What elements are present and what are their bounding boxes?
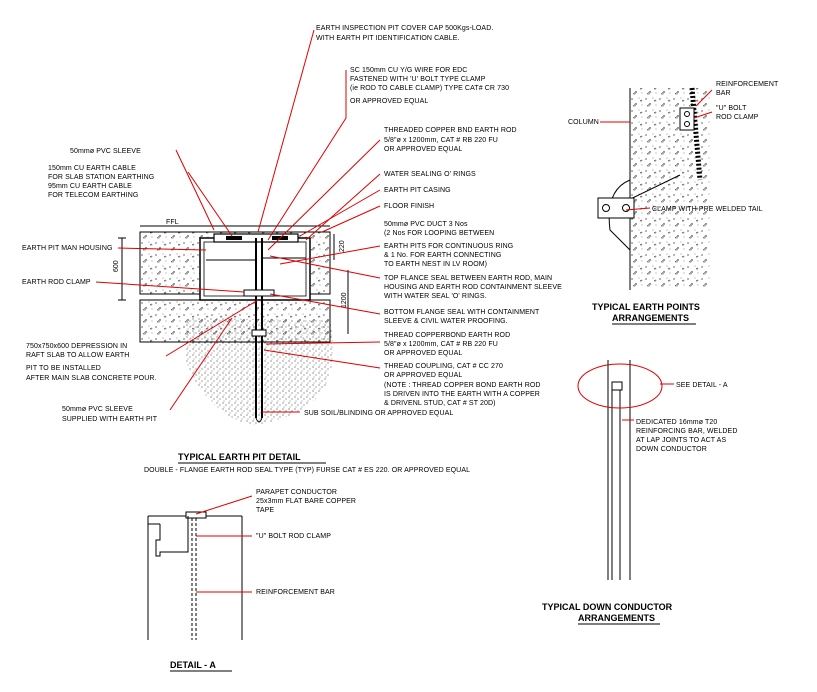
- svg-text:(ie ROD TO CABLE CLAMP) TYPE C: (ie ROD TO CABLE CLAMP) TYPE CAT# CR 730: [350, 85, 509, 92]
- label-water-sealing: WATER SEALING O' RINGS: [384, 171, 476, 178]
- svg-text:OR APPROVED EQUAL: OR APPROVED EQUAL: [350, 98, 428, 105]
- label-sc-wire: SC 150mm CU Y/G WIRE FOR EDC FASTENED WI…: [350, 67, 509, 105]
- svg-text:DEDICATED 16mmø T20: DEDICATED 16mmø T20: [636, 419, 717, 426]
- svg-text:OR APPROVED EQUAL: OR APPROVED EQUAL: [384, 350, 462, 357]
- svg-text:HOUSING AND EARTH ROD CONTAINM: HOUSING AND EARTH ROD CONTAINMENT SLEEVE: [384, 284, 562, 291]
- label-earth-cable: 150mm CU EARTH CABLE FOR SLAB STATION EA…: [48, 165, 154, 199]
- label-parapet: PARAPET CONDUCTOR 25x3mm FLAT BARE COPPE…: [256, 489, 356, 514]
- svg-text:SLEEVE & CIVIL WATER PROOFING.: SLEEVE & CIVIL WATER PROOFING.: [384, 318, 508, 325]
- svg-text:AT LAP JOINTS TO ACT AS: AT LAP JOINTS TO ACT AS: [636, 437, 726, 444]
- svg-text:"U" BOLT: "U" BOLT: [716, 105, 747, 112]
- earth-points-title-1: TYPICAL EARTH POINTS: [592, 302, 700, 312]
- down-conductor-detail: SEE DETAIL - A DEDICATED 16mmø T20 REINF…: [542, 360, 737, 625]
- svg-text:FOR TELECOM EARTHING: FOR TELECOM EARTHING: [48, 192, 138, 199]
- label-pvc-sleeve-bottom: 50mmø PVC SLEEVE SUPPLIED WITH EARTH PIT: [62, 406, 158, 423]
- label-thread-copperbond: THREAD COPPERBOND EARTH ROD 5/8"ø x 1200…: [384, 332, 510, 357]
- label-reinforcement-bar-a: REINFORCEMENT BAR: [256, 589, 335, 596]
- label-thread-coupling: THREAD COUPLING, CAT # CC 270 OR APPROVE…: [384, 363, 541, 407]
- svg-text:EARTH INSPECTION PIT COVER CAP: EARTH INSPECTION PIT COVER CAP 500Kgs-LO…: [316, 25, 493, 32]
- label-rod-clamp: EARTH ROD CLAMP: [22, 279, 91, 286]
- svg-text:REINFORCING BAR, WELDED: REINFORCING BAR, WELDED: [636, 428, 737, 435]
- svg-text:(2 Nos FOR LOOPING BETWEEN: (2 Nos FOR LOOPING BETWEEN: [384, 230, 494, 237]
- svg-text:95mm CU EARTH CABLE: 95mm CU EARTH CABLE: [48, 183, 132, 190]
- svg-text:WITH EARTH PIT IDENTIFICATION: WITH EARTH PIT IDENTIFICATION CABLE.: [316, 35, 460, 42]
- flange: [243, 289, 275, 297]
- svg-text:TO EARTH NEST IN LV ROOM): TO EARTH NEST IN LV ROOM): [384, 261, 487, 268]
- earth-pit-title: TYPICAL EARTH PIT DETAIL: [178, 452, 301, 462]
- label-u-bolt: "U" BOLT ROD CLAMP: [716, 105, 759, 121]
- label-sub-soil: SUB SOIL/BLINDING OR APPROVED EQUAL: [304, 410, 453, 417]
- svg-text:RAFT SLAB TO ALLOW EARTH: RAFT SLAB TO ALLOW EARTH: [26, 352, 129, 359]
- svg-text:SUPPLIED WITH EARTH PIT: SUPPLIED WITH EARTH PIT: [62, 416, 158, 423]
- svg-text:BAR: BAR: [716, 90, 731, 97]
- svg-text:THREAD COPPERBOND EARTH ROD: THREAD COPPERBOND EARTH ROD: [384, 332, 510, 339]
- label-see-detail: SEE DETAIL - A: [676, 382, 728, 389]
- earth-points-title-2: ARRANGEMENTS: [612, 313, 689, 323]
- dim-600: 600: [113, 260, 120, 272]
- svg-text:BOTTOM FLANGE SEAL WITH CONTAI: BOTTOM FLANGE SEAL WITH CONTAINMENT: [384, 309, 540, 316]
- svg-text:(NOTE : THREAD COPPER BOND EAR: (NOTE : THREAD COPPER BOND EARTH ROD: [384, 382, 541, 389]
- dim-220: 220: [339, 240, 346, 252]
- svg-text:REINFORCEMENT: REINFORCEMENT: [716, 81, 779, 88]
- detail-a: PARAPET CONDUCTOR 25x3mm FLAT BARE COPPE…: [147, 489, 356, 672]
- label-top-flange: TOP FLANCE SEAL BETWEEN EARTH ROD, MAIN …: [384, 275, 562, 300]
- svg-text:& DRIVENL STUD, CAT # ST 20D): & DRIVENL STUD, CAT # ST 20D): [384, 400, 496, 407]
- svg-text:ROD CLAMP: ROD CLAMP: [716, 114, 759, 121]
- svg-text:FASTENED WITH 'U' BOLT TYPE CL: FASTENED WITH 'U' BOLT TYPE CLAMP: [350, 76, 486, 83]
- label-clamp-tail: CLAMP WITH PRE WELDED TAIL: [652, 206, 763, 213]
- svg-text:750x750x600 DEPRESSION IN: 750x750x600 DEPRESSION IN: [26, 343, 127, 350]
- label-column: COLUMN: [568, 119, 599, 126]
- svg-text:EARTH PITS FOR CONTINUOUS RING: EARTH PITS FOR CONTINUOUS RING: [384, 243, 513, 250]
- tail-clamp: [597, 197, 635, 219]
- svg-text:WITH WATER SEAL 'O' RINGS.: WITH WATER SEAL 'O' RINGS.: [384, 293, 487, 300]
- svg-text:5/8"ø x 1200mm, CAT # RB 220 F: 5/8"ø x 1200mm, CAT # RB 220 FU: [384, 137, 498, 144]
- svg-text:THREADED COPPER BND EARTH ROD: THREADED COPPER BND EARTH ROD: [384, 127, 517, 134]
- raft-slab: [139, 299, 331, 343]
- label-u-bolt-rod-clamp: "U" BOLT ROD CLAMP: [256, 533, 331, 540]
- detail-a-title: DETAIL - A: [170, 660, 216, 670]
- detail-callout: [577, 363, 663, 409]
- svg-text:FOR SLAB STATION EARTHING: FOR SLAB STATION EARTHING: [48, 174, 154, 181]
- down-conductor-title-1: TYPICAL DOWN CONDUCTOR: [542, 602, 673, 612]
- svg-text:SC 150mm CU Y/G WIRE FOR EDC: SC 150mm CU Y/G WIRE FOR EDC: [350, 67, 467, 74]
- svg-text:PIT TO BE INSTALLED: PIT TO BE INSTALLED: [26, 365, 101, 372]
- label-threaded-rod-top: THREADED COPPER BND EARTH ROD 5/8"ø x 12…: [384, 127, 517, 153]
- earth-pit-subtitle: DOUBLE - FLANGE EARTH ROD SEAL TYPE (TYP…: [144, 467, 470, 474]
- label-pit-casing: EARTH PIT CASING: [384, 187, 451, 194]
- svg-text:OR APPROVED EQUAL: OR APPROVED EQUAL: [384, 146, 462, 153]
- soil-fill: [184, 318, 333, 425]
- svg-text:IS DRIVEN INTO THE EARTH WITH: IS DRIVEN INTO THE EARTH WITH A COPPER: [384, 391, 540, 398]
- rebar: [689, 87, 703, 181]
- svg-text:TOP FLANCE SEAL BETWEEN EARTH: TOP FLANCE SEAL BETWEEN EARTH ROD, MAIN: [384, 275, 552, 282]
- earth-points-detail: REINFORCEMENT BAR "U" BOLT ROD CLAMP COL…: [568, 81, 779, 325]
- svg-text:AFTER MAIN SLAB CONCRETE POUR.: AFTER MAIN SLAB CONCRETE POUR.: [26, 375, 157, 382]
- svg-text:& 1 No. FOR EARTH CONNECTING: & 1 No. FOR EARTH CONNECTING: [384, 252, 501, 259]
- label-man-housing: EARTH PIT MAN HOUSING: [22, 245, 113, 252]
- svg-text:PARAPET CONDUCTOR: PARAPET CONDUCTOR: [256, 489, 337, 496]
- svg-text:THREAD COUPLING, CAT # CC 270: THREAD COUPLING, CAT # CC 270: [384, 363, 503, 370]
- svg-text:5/8"ø x 1200mm, CAT # RB 220 F: 5/8"ø x 1200mm, CAT # RB 220 FU: [384, 341, 498, 348]
- earth-pit-detail: 600 220 1200 FFL EARTH INSPECTION PIT CO…: [22, 25, 562, 474]
- label-dedicated: DEDICATED 16mmø T20 REINFORCING BAR, WEL…: [636, 419, 737, 453]
- svg-text:TAPE: TAPE: [256, 507, 274, 514]
- label-cover-cap: EARTH INSPECTION PIT COVER CAP 500Kgs-LO…: [316, 25, 493, 42]
- ffl-label: FFL: [166, 219, 179, 226]
- label-floor-finish: FLOOR FINISH: [384, 203, 434, 210]
- label-reinforcement-bar: REINFORCEMENT BAR: [716, 81, 779, 97]
- down-conductor-title-2: ARRANGEMENTS: [578, 613, 655, 623]
- label-pvc-duct: 50mmø PVC DUCT 3 Nos (2 Nos FOR LOOPING …: [384, 221, 513, 268]
- svg-text:50mmø PVC DUCT 3 Nos: 50mmø PVC DUCT 3 Nos: [384, 221, 468, 228]
- svg-text:50mmø PVC SLEEVE: 50mmø PVC SLEEVE: [62, 406, 133, 413]
- svg-text:25x3mm FLAT BARE COPPER: 25x3mm FLAT BARE COPPER: [256, 498, 356, 505]
- dim-1200: 1200: [341, 292, 348, 308]
- label-pvc-sleeve-top: 50mmø PVC SLEEVE: [70, 148, 141, 155]
- svg-text:150mm CU EARTH CABLE: 150mm CU EARTH CABLE: [48, 165, 136, 172]
- svg-text:DOWN CONDUCTOR: DOWN CONDUCTOR: [636, 446, 707, 453]
- u-bolt-clamp: [679, 107, 695, 131]
- label-bottom-flange: BOTTOM FLANGE SEAL WITH CONTAINMENT SLEE…: [384, 309, 540, 325]
- svg-text:OR APPROVED EQUAL: OR APPROVED EQUAL: [384, 372, 462, 379]
- label-depression: 750x750x600 DEPRESSION IN RAFT SLAB TO A…: [26, 343, 157, 382]
